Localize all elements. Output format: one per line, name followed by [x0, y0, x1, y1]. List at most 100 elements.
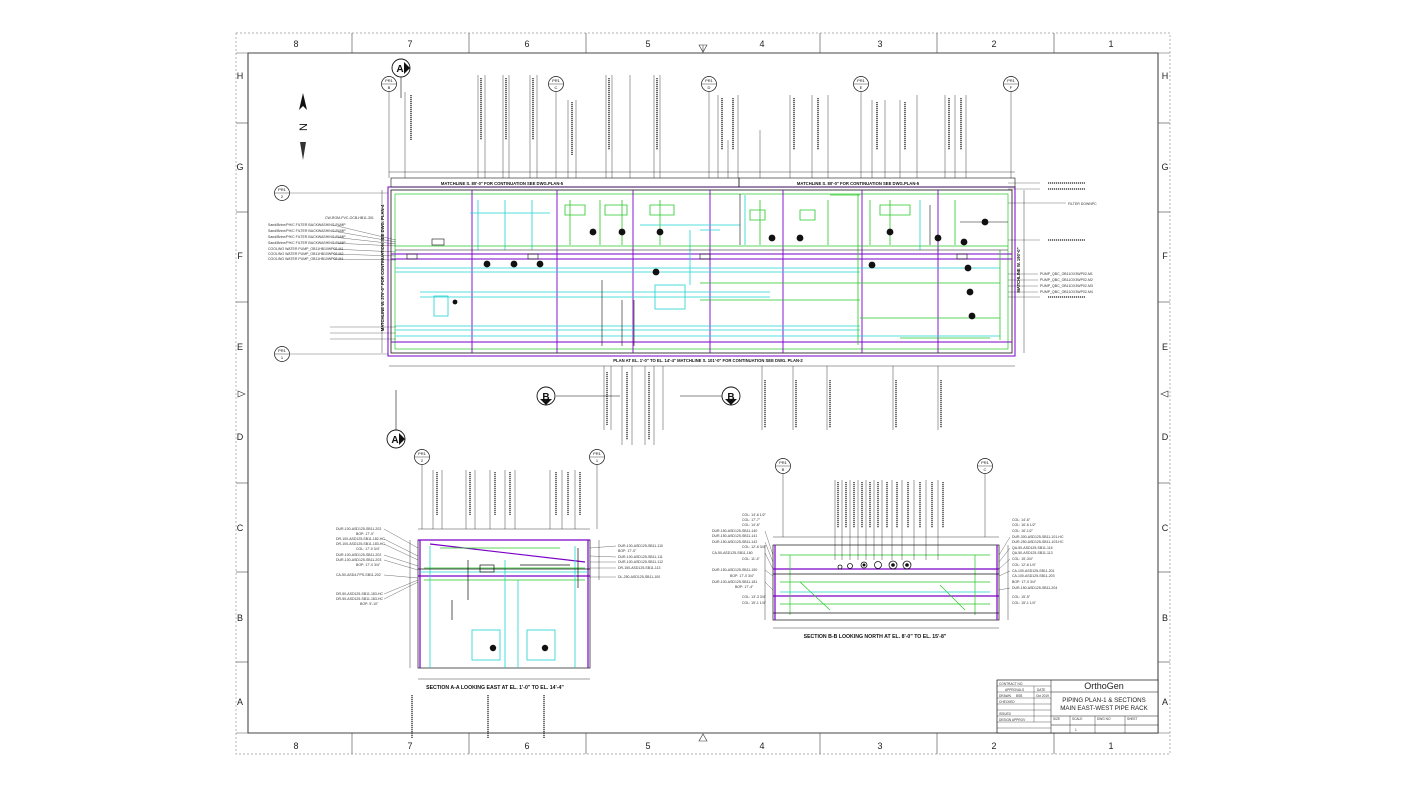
column-label: 1: [1108, 39, 1113, 49]
callout-text: DUR-250-ASD125-SB11-103-HC: [1012, 540, 1064, 544]
section-b-right-callouts: COL: 14'-6" COL: 16'-6 1/2" COL: 16'-1/2…: [998, 518, 1064, 605]
callout-text: DUR-100-ASD125-SB11-202: [336, 527, 381, 531]
callout-text: COL: 12'-6 1/4": [1012, 563, 1037, 567]
plan-left-callouts: CW-ROM-PVC-OCB-HB11-301 Sand/Brine/PH/C …: [268, 216, 397, 340]
callout-text: DUR-100-ASD125-SB11-203: [336, 558, 381, 562]
title-block: CONTRACT NO. APPROVALS DATE DRAWN BSB Oc…: [996, 679, 1159, 734]
row-label: G: [1161, 162, 1168, 172]
row-label: D: [237, 432, 244, 442]
company-name: OrthoGen: [1084, 681, 1124, 691]
section-b-grid-bubble-b: PR1 B: [775, 458, 791, 474]
column-label: 6: [524, 39, 529, 49]
column-label: 8: [293, 39, 298, 49]
filter-note: FILTER DOWNPC: [1068, 202, 1097, 206]
section-a-marker: A: [386, 390, 406, 449]
row-label: E: [1162, 342, 1168, 352]
callout-text: BOP: 17'-0": [356, 532, 375, 536]
svg-text:B: B: [542, 392, 549, 403]
callout-text: COL: 17'-7": [742, 518, 761, 522]
column-label: 4: [759, 39, 764, 49]
field-issued: ISSUED: [999, 712, 1012, 716]
callout-text: DUR-100-ASD125-SB11-112: [618, 560, 663, 564]
section-a-title: SECTION A-A LOOKING EAST AT EL. 1'-0" TO…: [426, 685, 564, 691]
plan-matchline-left: MATCHLINE W. 370'-0" FOR CONTINUATION SE…: [380, 204, 385, 331]
callout-text: COL: 15'-5": [1012, 595, 1031, 599]
row-label: A: [237, 697, 243, 707]
callout-text: PUMP_QBC_OB11OX3WP02-M3: [1040, 284, 1093, 288]
callout-text: DUR-100-ASD125-SB11-202: [336, 553, 381, 557]
callout-text: PUMP_QBC_OB11OX3WP02-M2: [1040, 278, 1093, 282]
section-b-title: SECTION B-B LOOKING NORTH AT EL. 8'-0" T…: [804, 634, 947, 640]
drawing-title-line1: PIPING PLAN-1 & SECTIONS: [1062, 697, 1146, 704]
callout-text: COL: 16'-6 1/2": [1012, 523, 1037, 527]
column-label: 6: [524, 741, 529, 751]
svg-text:PR1: PR1: [385, 78, 394, 83]
callout-text: DUR-150-ASD125-SB11-150: [712, 568, 757, 572]
field-dwg-no: DWG NO: [1097, 717, 1111, 721]
svg-text:2: 2: [281, 194, 284, 199]
plan-matchline-top-left: MATCHLINE S. 80'-0" FOR CONTINUATION SEE…: [441, 181, 564, 186]
callout-text: COOLING WATER PUMP_OB11HB10WP02-M2: [268, 252, 343, 256]
callout-text: COL: 15'-1 1/4": [1012, 601, 1037, 605]
column-label: 5: [645, 39, 650, 49]
side-bubble-1: PR1 1: [274, 346, 388, 362]
callout-text: PUMP_QBC_OB11OX3WP02-M1: [1040, 272, 1093, 276]
plan-view: MATCHLINE S. 80'-0" FOR CONTINUATION SEE…: [268, 58, 1097, 445]
row-label: D: [1162, 432, 1169, 442]
section-b-left-callouts: COL: 14'-6 1/2" COL: 17'-7" COL: 14'-6" …: [712, 513, 774, 605]
field-scale: SCALE: [1072, 717, 1082, 721]
callout-text: DR-100-ASD125-SB11-182-HC: [336, 537, 385, 541]
svg-text:B: B: [782, 467, 785, 472]
field-size: SIZE: [1053, 717, 1060, 721]
callout-text: CA-100-ASD125-SB11-201: [1012, 569, 1055, 573]
column-label: 3: [877, 741, 882, 751]
row-label: C: [237, 523, 244, 533]
callout-text: DR-50-ASD125-SB11-183-HC: [336, 597, 383, 601]
pipe-rack-bubble-f: PR1 F: [1003, 76, 1019, 92]
section-b-marker-left: B: [536, 386, 620, 406]
svg-text:D: D: [708, 85, 711, 90]
svg-text:A: A: [391, 435, 398, 446]
svg-text:2: 2: [421, 458, 424, 463]
plan-matchline-top-right: MATCHLINE S. 80'-0" FOR CONTINUATION SEE…: [797, 181, 920, 186]
row-labels-left: H G F E D C B A: [236, 71, 243, 707]
svg-text:PR1: PR1: [981, 460, 990, 465]
callout-text: BOP: 17'-4": [735, 585, 754, 589]
column-label: 1: [1108, 741, 1113, 751]
row-label: H: [1162, 71, 1169, 81]
row-labels-right: H G F E D C B A: [1161, 71, 1168, 707]
callout-text: CW-ROM-PVC-OCB-HB11-301: [325, 216, 374, 220]
plan-right-callouts: FILTER DOWNPC PUMP_QBC_OB11OX3WP02-M1 PU…: [1008, 182, 1097, 298]
svg-text:C: C: [984, 467, 987, 472]
section-b-view: PR1 B PR1 C: [712, 458, 1064, 640]
callout-text: COL: 15'-3/4": [1012, 557, 1034, 561]
plan-title: PLAN AT EL. 1'-0" TO EL. 14'-4" MATCHLIN…: [613, 358, 803, 363]
column-labels-top: 8 7 6 5 4 3 2 1: [293, 39, 1113, 49]
section-a-left-callouts: DUR-100-ASD125-SB11-202 BOP: 17'-0" DR-1…: [336, 527, 419, 606]
callout-text: DUR-300-ASD125-SB11-101-HC: [1012, 535, 1064, 539]
svg-text:PR1: PR1: [278, 348, 287, 353]
pipe-rack-bubble-b: PR1 B: [381, 76, 397, 92]
section-b-grid-bubble-c: PR1 C: [977, 458, 993, 474]
callout-text: BOP: 17'-0": [618, 549, 637, 553]
callout-text: DUR-100-ASD125-SB11-111: [618, 555, 663, 559]
svg-text:PR1: PR1: [418, 451, 427, 456]
svg-text:1: 1: [596, 458, 599, 463]
callout-text: DL-250-ASD125-SB11-100: [618, 575, 660, 579]
north-arrow-letter: N: [298, 123, 310, 131]
callout-text: BOP: 17'-0 3/4": [356, 563, 381, 567]
side-bubble-2: PR1 2: [274, 185, 388, 201]
field-drawn-value: BSB: [1016, 694, 1022, 698]
callout-text: COOLING WATER PUMP_OB11HB10WP02-M1: [268, 247, 343, 251]
callout-text: COL: 17'-0 3/4": [356, 547, 381, 551]
callout-text: QA-50-ASD125-SB11-113: [1012, 551, 1053, 555]
callout-text: COL: 12'-6 3/4": [742, 545, 767, 549]
callout-text: BOP: 17'-0 3/4": [730, 574, 755, 578]
pipe-rack-bubble-d: PR1 D: [701, 76, 717, 92]
callout-text: BOP: 17'-0 3/4": [1012, 580, 1037, 584]
section-a-view: A PR1 2 PR1 1: [336, 390, 663, 738]
callout-text: DUR-100-ASD125-SB11-110: [618, 544, 663, 548]
field-sheet: SHEET: [1127, 717, 1138, 721]
column-label: 3: [877, 39, 882, 49]
